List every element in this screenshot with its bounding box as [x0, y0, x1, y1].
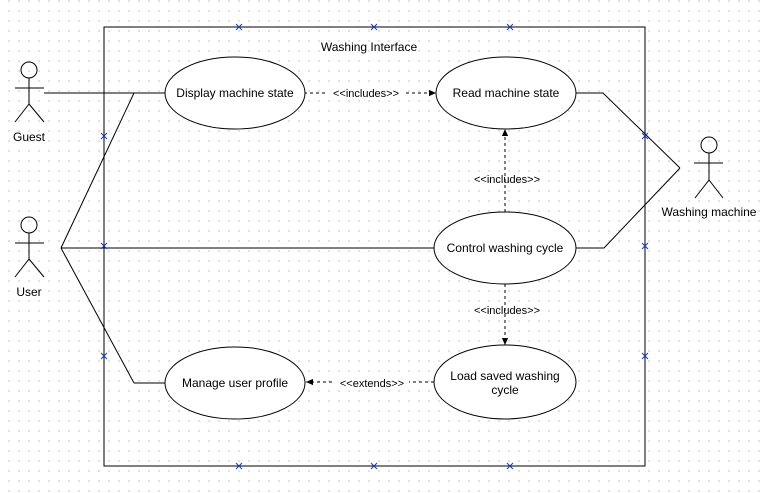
- boundary-selection-handles[interactable]: [100, 23, 649, 470]
- label-includes-control-load: <<includes>>: [474, 305, 540, 317]
- association-lines: [44, 92, 681, 384]
- actor-label: Washing machine: [662, 205, 757, 219]
- label-includes-control-read: <<includes>>: [474, 174, 540, 186]
- actor-label: Guest: [13, 130, 46, 144]
- use-case-load-saved-washing-cycle[interactable]: Load saved washing cycle: [433, 344, 577, 420]
- relation-labels: <<includes>> <<includes>> <<includes>> <…: [328, 86, 540, 390]
- stick-figure-icon: [694, 136, 724, 199]
- use-case-label: Control washing cycle: [447, 241, 564, 255]
- use-case-display-machine-state[interactable]: Display machine state: [164, 56, 306, 130]
- actor-label: User: [16, 285, 41, 299]
- use-case-label: Read machine state: [453, 86, 560, 100]
- use-case-label-line1: Load saved washing: [450, 369, 559, 383]
- use-case-control-washing-cycle[interactable]: Control washing cycle: [433, 211, 577, 285]
- use-case-label: Display machine state: [176, 86, 294, 100]
- use-case-manage-user-profile[interactable]: Manage user profile: [164, 346, 306, 420]
- label-includes-display-read: <<includes>>: [333, 88, 399, 100]
- use-case-label-line2: cycle: [491, 383, 519, 397]
- actor-guest[interactable]: Guest: [13, 61, 46, 144]
- label-extends-load-manage: <<extends>>: [340, 378, 404, 390]
- use-case-read-machine-state[interactable]: Read machine state: [435, 56, 577, 130]
- use-case-label: Manage user profile: [182, 376, 288, 390]
- stick-figure-icon: [14, 61, 45, 123]
- actor-washing-machine[interactable]: Washing machine: [662, 136, 757, 219]
- system-title: Washing Interface: [321, 40, 418, 54]
- stick-figure-icon: [14, 216, 45, 278]
- actor-user[interactable]: User: [14, 216, 45, 299]
